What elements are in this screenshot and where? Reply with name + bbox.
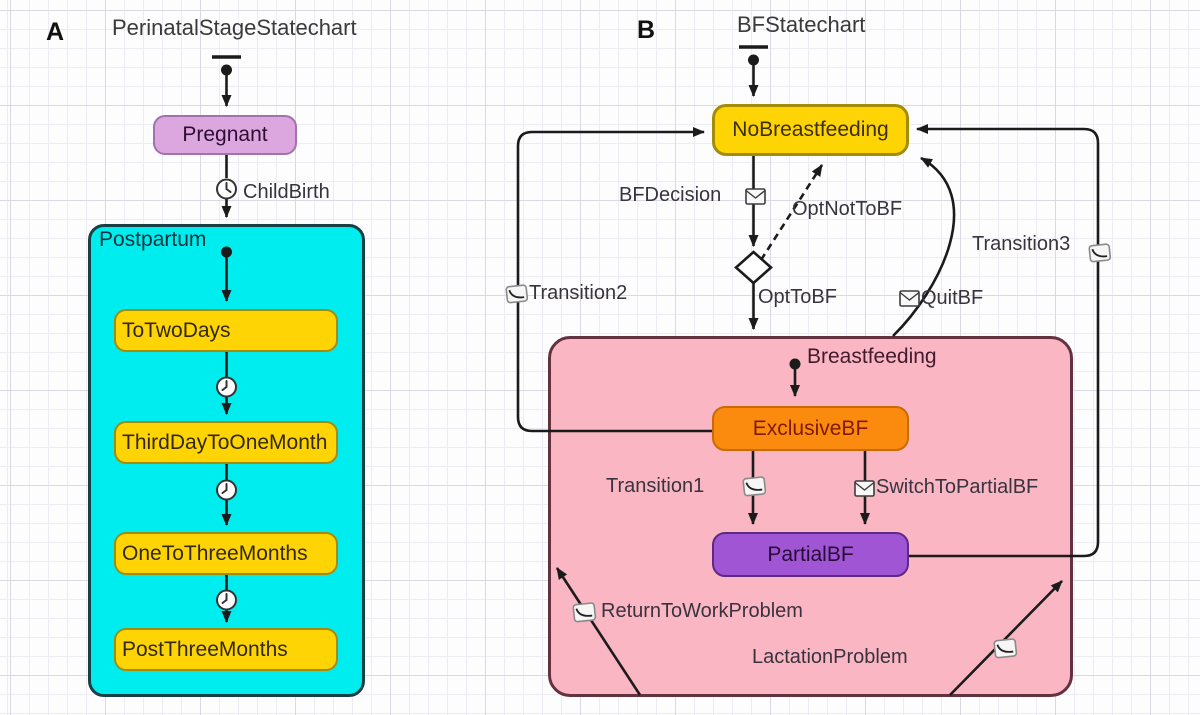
transition-childbirth-label: ChildBirth — [243, 181, 330, 203]
panel-b-letter: B — [637, 16, 656, 44]
state-exclusive-bf: ExclusiveBF — [712, 406, 909, 451]
transition-returntoworkproblem-arrow — [555, 567, 642, 696]
state-postpartum-label: Postpartum — [99, 228, 207, 251]
transition-lactationproblem-label: LactationProblem — [752, 646, 908, 668]
transition-quitbf-arrow — [892, 156, 956, 337]
envelope-icon — [745, 188, 766, 205]
panel-a-title: PerinatalStageStatechart — [112, 15, 357, 40]
state-post-three-months: PostThreeMonths — [114, 628, 338, 671]
transition-lactationproblem-arrow — [949, 580, 1063, 696]
rate-curve-icon — [1088, 243, 1112, 263]
transition3-label: Transition3 — [972, 233, 1071, 255]
transition1-label: Transition1 — [606, 475, 705, 497]
clock-icon — [216, 376, 237, 398]
state-breastfeeding: Breastfeeding — [548, 336, 1073, 697]
rate-curve-icon — [993, 638, 1018, 659]
transition3-arrow — [909, 124, 1100, 558]
panel-a-letter: A — [46, 18, 65, 46]
clock-icon — [216, 589, 237, 611]
transition-optnottobf-label: OptNotToBF — [792, 198, 903, 220]
initial-state-pointer-breastfeeding — [789, 358, 801, 397]
transition2-arrow — [516, 127, 712, 433]
panel-b-title: BFStatechart — [737, 12, 866, 37]
transition-returntoworkproblem-label: ReturnToWorkProblem — [601, 600, 803, 622]
initial-state-pointer-b — [739, 45, 768, 97]
state-pregnant: Pregnant — [153, 115, 297, 155]
envelope-icon — [854, 480, 875, 497]
transition-switchtopartialbf-label: SwitchToPartialBF — [876, 476, 1039, 498]
transition-quitbf-label: QuitBF — [921, 287, 984, 309]
state-breastfeeding-label: Breastfeeding — [807, 345, 937, 368]
rate-curve-icon — [505, 284, 529, 304]
transition-optnottobf-arrow — [759, 164, 824, 261]
transition-opttobf-label: OptToBF — [758, 286, 837, 308]
state-third-day-to-one-month: ThirdDayToOneMonth — [114, 421, 338, 464]
clock-icon — [216, 178, 237, 200]
state-partial-bf: PartialBF — [712, 532, 909, 577]
envelope-icon — [899, 290, 920, 307]
state-no-breastfeeding: NoBreastfeeding — [712, 104, 909, 156]
transition2-label: Transition2 — [529, 282, 628, 304]
initial-state-pointer-postpartum — [221, 246, 232, 302]
state-one-to-three-months: OneToThreeMonths — [114, 532, 338, 575]
rate-curve-icon — [742, 476, 767, 497]
transition-bfdecision-label: BFDecision — [619, 184, 722, 206]
initial-state-pointer-a — [212, 55, 241, 107]
clock-icon — [216, 479, 237, 501]
branch-diamond — [734, 250, 773, 285]
state-to-two-days: ToTwoDays — [114, 309, 338, 352]
rate-curve-icon — [572, 602, 597, 623]
